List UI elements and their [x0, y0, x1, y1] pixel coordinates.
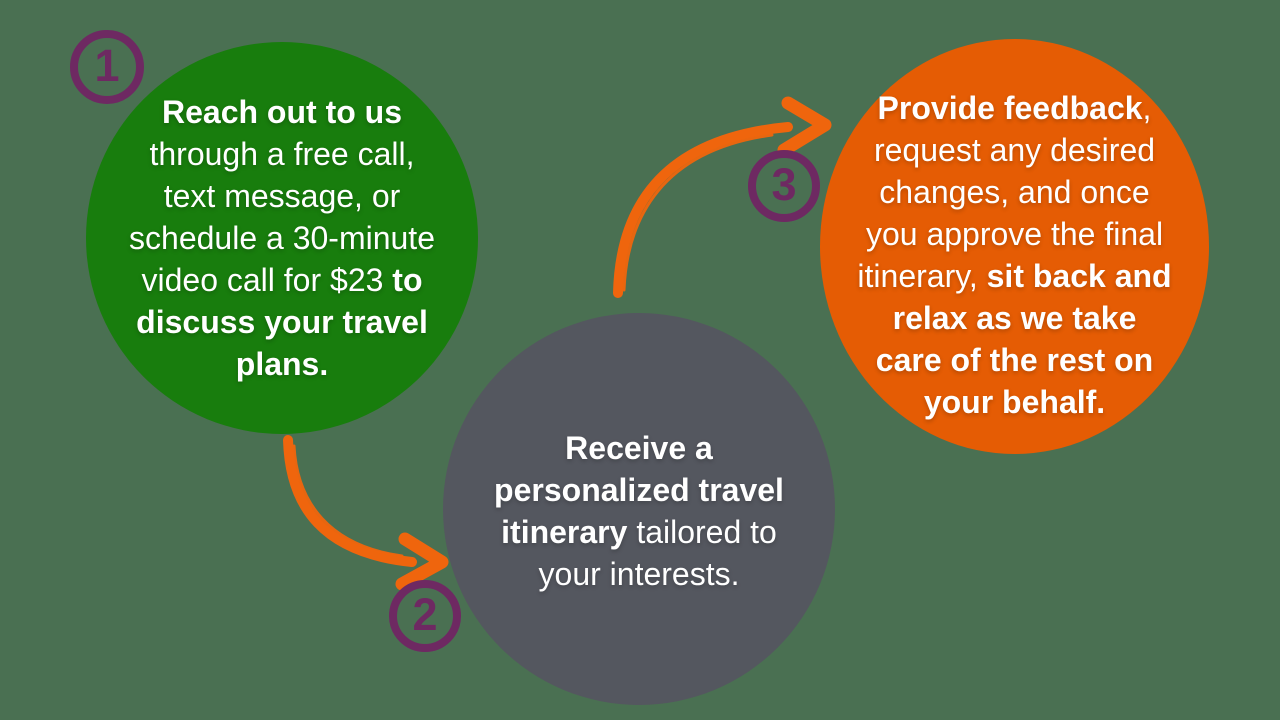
step2-text: Receive a personalized travel itinerary …: [457, 427, 821, 595]
step1-line4: schedule a 30-minute: [129, 220, 435, 256]
step3-line2: request any desired: [873, 131, 1156, 168]
step3-line8: your behalf.: [923, 383, 1106, 420]
step1-line7: plans.: [235, 346, 329, 382]
step3-line7: care of the rest on: [875, 341, 1154, 378]
step2-circle: Receive a personalized travel itinerary …: [443, 313, 835, 705]
step1-number: 1: [94, 40, 120, 91]
step3-line5: itinerary,: [857, 257, 978, 294]
step1-line3: text message, or: [163, 178, 401, 214]
step1-line5: video call for $23: [141, 262, 384, 298]
step3-circle: Provide feedback, request any desired ch…: [820, 39, 1209, 454]
step2-number-badge: 2: [389, 580, 461, 652]
step3-number-badge: 3: [748, 150, 820, 222]
step2-line3: tailored to: [636, 514, 777, 550]
step3-text: Provide feedback, request any desired ch…: [833, 87, 1197, 423]
step1-line5-bold: to: [392, 262, 423, 298]
step2-line1: Receive a: [565, 430, 713, 466]
step1-number-badge: 1: [70, 30, 144, 104]
step1-line6: discuss your travel: [136, 304, 428, 340]
step3-line5-bold: sit back and: [986, 257, 1172, 294]
step1-text: Reach out to us through a free call, tex…: [100, 91, 464, 385]
step3-number: 3: [771, 159, 797, 210]
step1-line1: Reach out to us: [161, 94, 402, 130]
step2-line4: your interests.: [538, 556, 740, 592]
step2-number: 2: [412, 589, 438, 640]
step3-line4: you approve the final: [865, 215, 1164, 252]
step3-line1-bold: Provide feedback: [877, 89, 1143, 126]
step2-line2: personalized travel: [494, 472, 784, 508]
step2-line3-bold: itinerary: [501, 514, 628, 550]
step1-line2: through a free call,: [149, 136, 415, 172]
step3-line1: ,: [1142, 89, 1152, 126]
arrow-step2-to-step3: [613, 96, 832, 298]
step1-circle: Reach out to us through a free call, tex…: [86, 42, 478, 434]
step3-line3: changes, and once: [879, 173, 1150, 210]
step3-line6: relax as we take: [892, 299, 1137, 336]
arrow-step1-to-step2: [283, 435, 449, 591]
